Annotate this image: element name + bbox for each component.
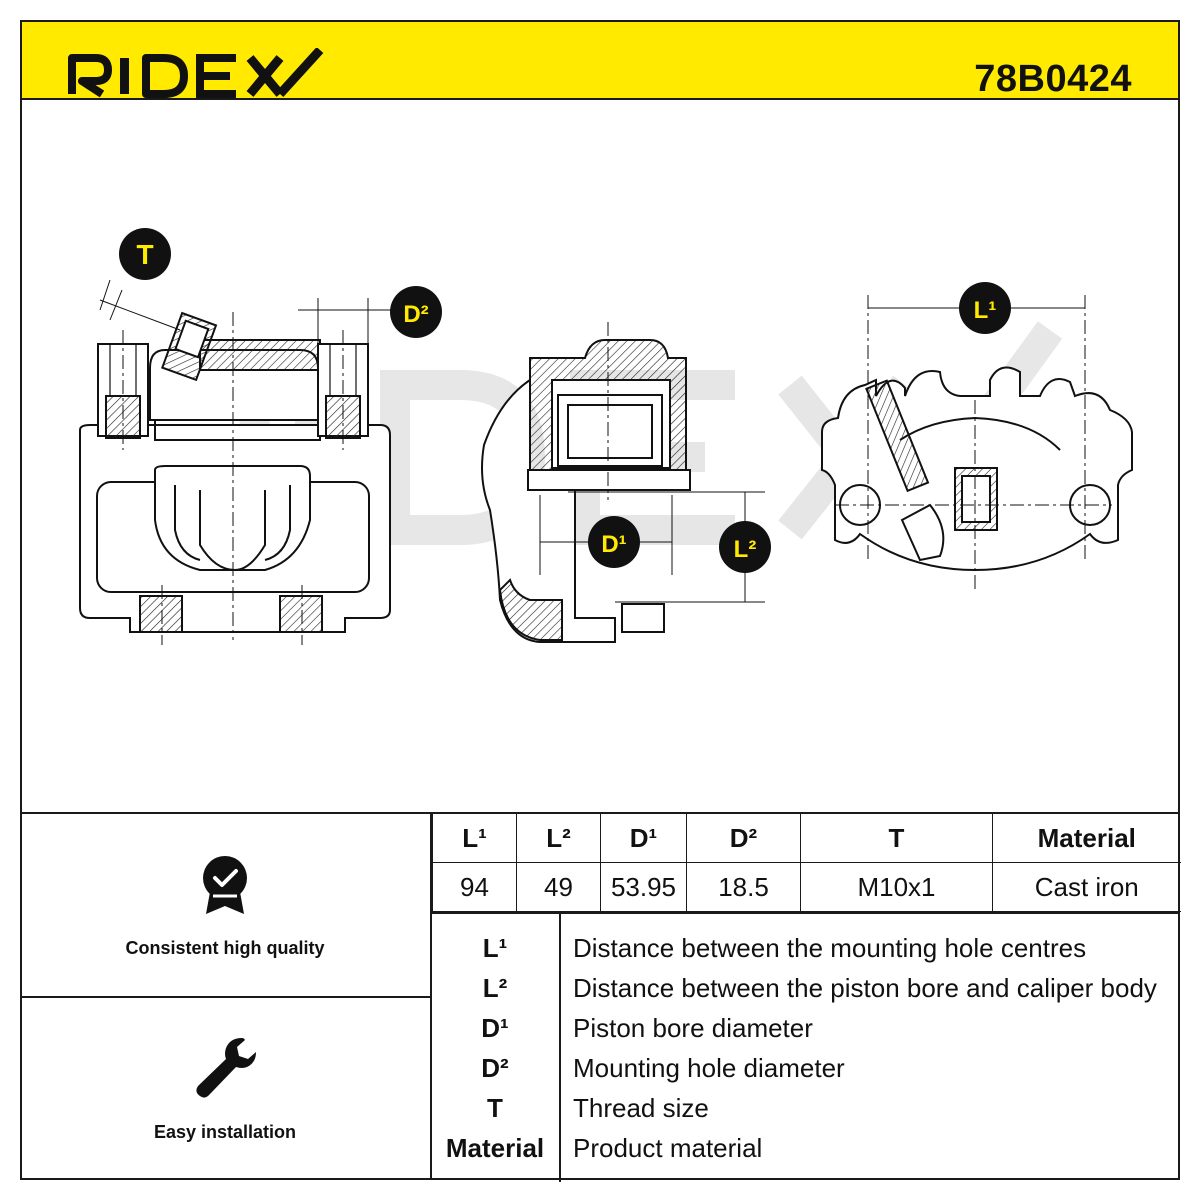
legend-text: Thread size <box>573 1093 709 1123</box>
spec-header-material: Material <box>992 814 1181 863</box>
spec-value-d1: 53.95 <box>600 862 687 912</box>
caliper-front-view <box>79 279 395 645</box>
feature-quality: Consistent high quality <box>20 814 430 998</box>
svg-text:D²: D² <box>403 301 428 328</box>
spec-value-row: 94 49 53.95 18.5 M10x1 Cast iron <box>432 862 1181 912</box>
callout-l1: L¹ <box>959 282 1011 334</box>
spec-value-t: M10x1 <box>800 862 993 912</box>
legend-key: L¹ <box>482 933 508 963</box>
spec-value-l2: 49 <box>516 862 601 912</box>
legend-key: L² <box>482 973 508 1003</box>
spec-header-row: L¹ L² D¹ D² T Material <box>432 814 1181 863</box>
quality-badge-icon <box>203 856 247 914</box>
section-divider <box>20 812 1180 814</box>
legend-text: Distance between the piston bore and cal… <box>573 973 1157 1003</box>
caliper-section-view <box>481 322 765 643</box>
spec-header-l2: L² <box>516 814 601 863</box>
part-number: 78B0424 <box>974 58 1132 100</box>
spec-header-t: T <box>800 814 993 863</box>
callout-d1: D¹ <box>588 516 640 568</box>
header-bar: 78B0424 <box>20 20 1180 100</box>
legend-key: T <box>487 1093 503 1123</box>
caliper-side-view <box>821 295 1133 590</box>
callout-t: T <box>119 228 171 280</box>
legend-row: Material Product material <box>432 1128 1180 1168</box>
legend-row: D² Mounting hole diameter <box>432 1048 1180 1088</box>
feature-panel: Consistent high quality Easy installatio… <box>20 814 430 1180</box>
legend-table: L¹ Distance between the mounting hole ce… <box>432 912 1180 1182</box>
svg-text:L¹: L¹ <box>974 297 997 324</box>
feature-installation-label: Easy installation <box>153 1122 297 1142</box>
spec-header-d1: D¹ <box>600 814 687 863</box>
legend-key: D² <box>481 1053 509 1083</box>
svg-text:T: T <box>136 239 153 270</box>
legend-row: T Thread size <box>432 1088 1180 1128</box>
callout-l2: L² <box>719 521 771 573</box>
legend-text: Piston bore diameter <box>573 1013 813 1043</box>
legend-divider <box>559 914 561 1182</box>
spec-value-material: Cast iron <box>992 862 1181 912</box>
spec-value-d2: 18.5 <box>686 862 801 912</box>
legend-key: D¹ <box>481 1013 509 1043</box>
wrench-icon <box>196 1038 256 1098</box>
column-divider <box>430 814 432 1180</box>
legend-row: L¹ Distance between the mounting hole ce… <box>432 928 1180 968</box>
svg-text:L²: L² <box>734 536 757 563</box>
spec-header-l1: L¹ <box>432 814 517 863</box>
legend-row: D¹ Piston bore diameter <box>432 1008 1180 1048</box>
spec-value-l1: 94 <box>432 862 517 912</box>
callout-d2: D² <box>390 286 442 338</box>
feature-quality-label: Consistent high quality <box>125 938 325 958</box>
legend-text: Mounting hole diameter <box>573 1053 845 1083</box>
legend-text: Distance between the mounting hole centr… <box>573 933 1087 963</box>
feature-installation: Easy installation <box>20 998 430 1178</box>
svg-text:D¹: D¹ <box>601 531 626 558</box>
legend-key: Material <box>445 1133 545 1163</box>
legend-row: L² Distance between the piston bore and … <box>432 968 1180 1008</box>
legend-text: Product material <box>573 1133 763 1163</box>
spec-table: L¹ L² D¹ D² T Material 94 49 53.95 18.5 … <box>432 814 1181 912</box>
spec-header-d2: D² <box>686 814 801 863</box>
brand-logo <box>68 48 324 98</box>
technical-drawing: T D² D¹ L² L¹ <box>79 228 1133 645</box>
